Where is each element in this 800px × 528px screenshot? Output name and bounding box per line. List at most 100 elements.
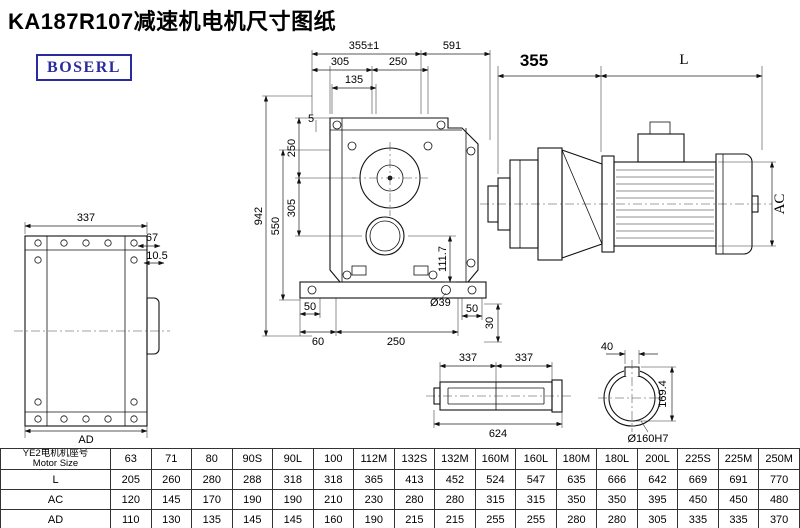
column-header-80: 80 xyxy=(191,448,233,470)
dim-135: 135 xyxy=(345,74,363,86)
lower-bore-circle xyxy=(365,216,405,256)
value-cell: 215 xyxy=(434,509,476,528)
bore-view xyxy=(598,360,666,432)
value-cell: 305 xyxy=(636,509,679,528)
value-cell: 255 xyxy=(515,509,557,528)
column-header-90S: 90S xyxy=(231,448,274,470)
foot-slot-right xyxy=(413,265,429,276)
value-cell: 318 xyxy=(272,469,314,490)
left-side-view xyxy=(14,235,170,427)
dim-942: 942 xyxy=(253,207,265,225)
value-cell: 450 xyxy=(677,489,719,510)
dim-550: 550 xyxy=(270,217,282,235)
row-label-L: L xyxy=(0,469,111,490)
column-header-71: 71 xyxy=(150,448,193,470)
base-hole-left xyxy=(307,285,317,295)
dim-111-7: 111.7 xyxy=(437,246,449,272)
value-cell: 145 xyxy=(272,509,314,528)
dim-67: 67 xyxy=(146,232,158,244)
value-cell: 205 xyxy=(110,469,152,490)
dim-5: 5 xyxy=(308,113,314,125)
value-cell: 210 xyxy=(312,489,355,510)
column-header-132M: 132M xyxy=(434,448,476,470)
value-cell: 669 xyxy=(677,469,719,490)
dim-305-left: 305 xyxy=(286,199,298,217)
page-title: KA187R107减速机电机尺寸图纸 xyxy=(8,9,337,34)
value-cell: 190 xyxy=(353,509,395,528)
value-cell: 280 xyxy=(393,489,436,510)
value-cell: 145 xyxy=(150,489,193,510)
value-cell: 350 xyxy=(555,489,598,510)
dim-624: 624 xyxy=(489,428,507,440)
shaft-collar-right xyxy=(551,379,563,413)
column-header-225M: 225M xyxy=(717,448,760,470)
column-header-100: 100 xyxy=(312,448,355,470)
front-bolt-holes xyxy=(332,120,476,280)
motor-fins xyxy=(616,169,714,239)
value-cell: 642 xyxy=(636,469,679,490)
value-cell: 350 xyxy=(596,489,638,510)
value-cell: 160 xyxy=(312,509,355,528)
column-header-250M: 250M xyxy=(758,448,800,470)
value-cell: 280 xyxy=(596,509,638,528)
value-cell: 280 xyxy=(555,509,598,528)
value-cell: 135 xyxy=(191,509,233,528)
value-cell: 524 xyxy=(474,469,517,490)
row-label-AC: AC xyxy=(0,489,111,510)
value-cell: 452 xyxy=(434,469,476,490)
value-cell: 480 xyxy=(758,489,800,510)
main-front-view xyxy=(299,117,487,299)
dim-337-left-view: 337 xyxy=(77,212,95,224)
bolt-holes xyxy=(34,239,138,423)
row-label-AD: AD xyxy=(0,509,111,528)
value-cell: 635 xyxy=(555,469,598,490)
foot-slot-left xyxy=(351,265,367,276)
shaft-view xyxy=(426,379,574,413)
terminal-box xyxy=(637,133,685,163)
fan-shaft-end xyxy=(751,195,759,213)
dim-AC: AC xyxy=(772,194,788,215)
shaft-left-end xyxy=(433,387,441,405)
boserl-logo: BOSERL xyxy=(36,54,132,81)
motor-assembly-view xyxy=(480,121,772,261)
value-cell: 547 xyxy=(515,469,557,490)
value-cell: 413 xyxy=(393,469,436,490)
value-cell: 190 xyxy=(272,489,314,510)
boserl-logo-text: BOSERL xyxy=(47,58,121,76)
dim-50-left: 50 xyxy=(304,301,316,313)
value-cell: 365 xyxy=(353,469,395,490)
value-cell: 770 xyxy=(758,469,800,490)
value-cell: 255 xyxy=(474,509,517,528)
dim-250-left: 250 xyxy=(286,139,298,157)
gearbox-base xyxy=(299,281,487,299)
value-cell: 395 xyxy=(636,489,679,510)
left-view-dimensions: 337 67 10.5 AD xyxy=(24,212,168,446)
output-shaft-stub xyxy=(146,297,160,355)
column-header-225S: 225S xyxy=(677,448,719,470)
dim-50-right: 50 xyxy=(466,303,478,315)
base-hole-right xyxy=(467,285,477,295)
value-cell: 666 xyxy=(596,469,638,490)
value-cell: 315 xyxy=(515,489,557,510)
phi39-hole xyxy=(441,285,451,295)
value-cell: 318 xyxy=(312,469,355,490)
dim-250-top: 250 xyxy=(389,56,407,68)
dim-355-tol: 355±1 xyxy=(349,40,380,52)
value-cell: 691 xyxy=(717,469,760,490)
technical-drawing: 337 67 10.5 AD xyxy=(14,40,788,446)
main-view-dimensions: 355±1 591 305 250 135 942 550 250 305 5 xyxy=(253,40,502,348)
value-cell: 190 xyxy=(231,489,274,510)
bore-dimensions: 40 169.4 Ø160H7 xyxy=(601,341,676,445)
column-header-200L: 200L xyxy=(636,448,679,470)
value-cell: 170 xyxy=(191,489,233,510)
column-header-132S: 132S xyxy=(393,448,436,470)
value-cell: 145 xyxy=(231,509,274,528)
value-cell: 288 xyxy=(231,469,274,490)
dim-591: 591 xyxy=(443,40,461,52)
dim-305-top: 305 xyxy=(331,56,349,68)
